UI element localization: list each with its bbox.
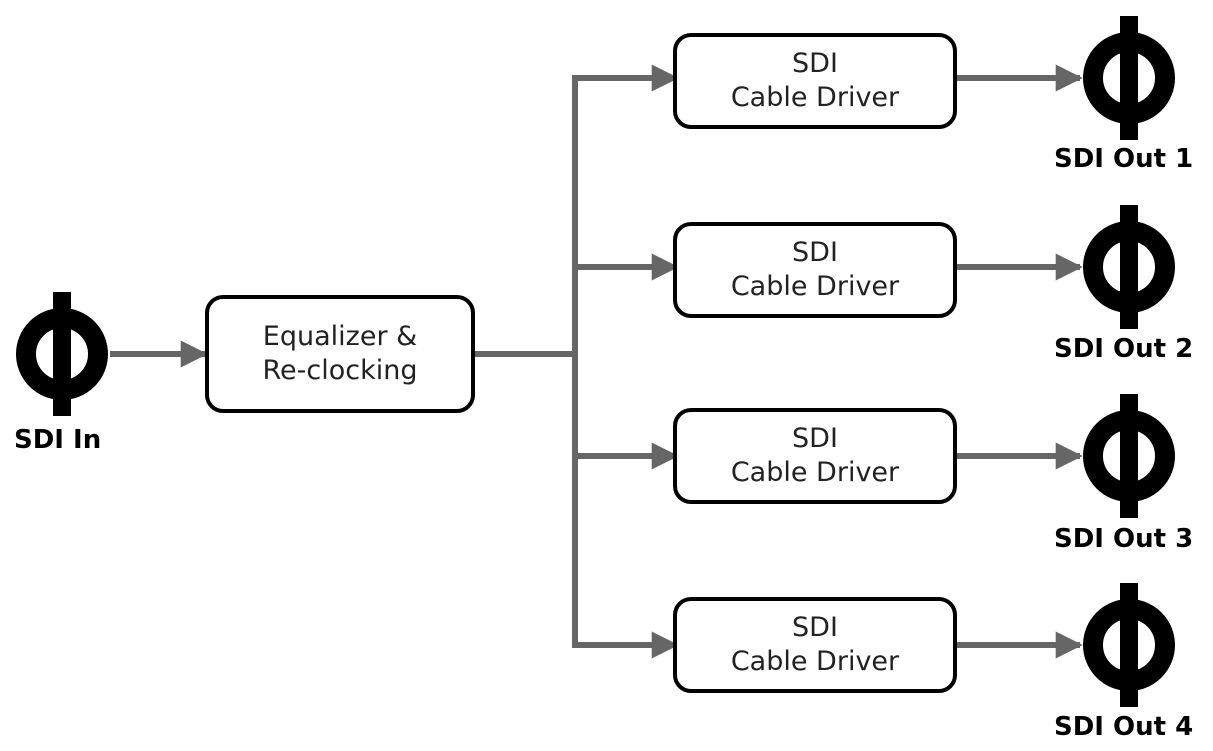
driver-1-line-1: SDI xyxy=(792,48,838,79)
cable-driver-block-3: SDI Cable Driver xyxy=(673,408,957,504)
driver-3-line-2: Cable Driver xyxy=(730,457,900,488)
equalizer-reclocking-block: Equalizer & Re-clocking xyxy=(205,295,475,413)
sdi-out-3-label: SDI Out 3 xyxy=(1054,524,1194,554)
bnc-connector-in-icon xyxy=(16,292,108,416)
sdi-in-label: SDI In xyxy=(14,425,102,455)
driver-2-line-2: Cable Driver xyxy=(730,271,900,302)
cable-driver-block-1: SDI Cable Driver xyxy=(673,33,957,129)
driver-2-line-1: SDI xyxy=(792,237,838,268)
driver-1-line-2: Cable Driver xyxy=(730,82,900,113)
cable-driver-block-2: SDI Cable Driver xyxy=(673,222,957,318)
processor-line-1: Equalizer & xyxy=(262,321,418,352)
cable-driver-block-4: SDI Cable Driver xyxy=(673,597,957,693)
sdi-out-4-label: SDI Out 4 xyxy=(1054,712,1194,742)
bnc-connector-out-4-icon xyxy=(1083,583,1175,707)
sdi-out-2-label: SDI Out 2 xyxy=(1054,334,1194,364)
bnc-connector-out-1-icon xyxy=(1083,16,1175,140)
driver-4-line-2: Cable Driver xyxy=(730,646,900,677)
bnc-connector-out-2-icon xyxy=(1083,205,1175,329)
driver-4-line-1: SDI xyxy=(792,612,838,643)
processor-line-2: Re-clocking xyxy=(262,355,418,386)
bnc-connector-out-3-icon xyxy=(1083,394,1175,518)
driver-3-line-1: SDI xyxy=(792,423,838,454)
sdi-out-1-label: SDI Out 1 xyxy=(1054,144,1194,174)
